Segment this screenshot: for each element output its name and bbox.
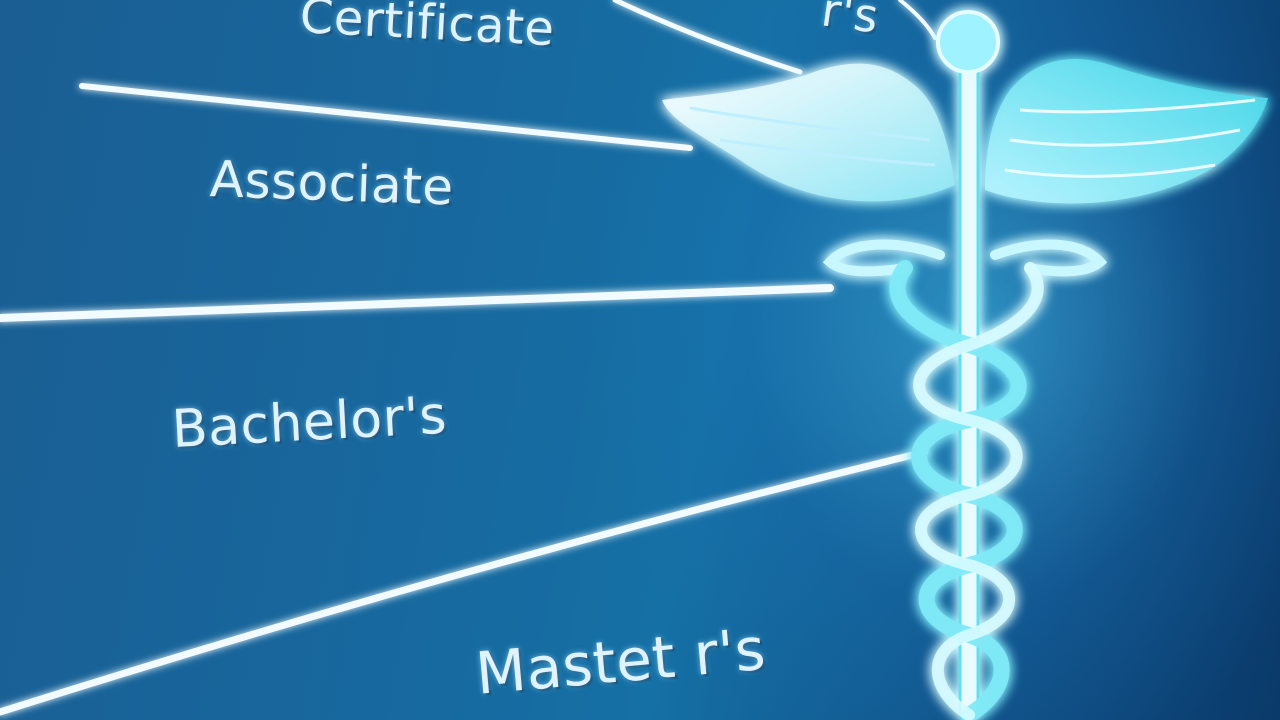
ray-bachelors [0,284,834,322]
staff [958,38,980,720]
ray-certificate [612,0,803,75]
ray-top-right [898,0,937,40]
caduceus-icon [662,10,1268,720]
left-wing [662,63,955,202]
ray-masters [0,448,929,716]
staff-orb [936,10,1000,74]
ray-associate [79,83,693,151]
serpent-right [913,262,1044,720]
label-associate: Associate [208,150,455,217]
